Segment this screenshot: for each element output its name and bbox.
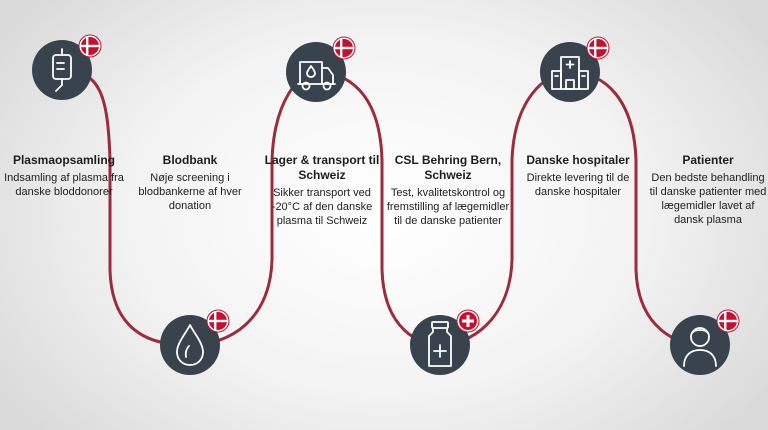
hospital-icon	[551, 56, 589, 90]
step-title: Lager & transport til Schweiz	[264, 153, 380, 182]
step-plasmaopsamling: Plasmaopsamling Indsamling af plasma fra…	[2, 153, 126, 199]
step-title: Blodbank	[162, 153, 218, 167]
medicine-bottle-icon	[428, 321, 452, 367]
blood-drop-icon	[176, 324, 204, 366]
patient-icon	[683, 327, 717, 367]
step-blodbank: Blodbank Nøje screening i blodbankerne a…	[128, 153, 252, 213]
danish-flag	[586, 36, 610, 60]
step-description: Sikker transport ved -20°C af den danske…	[271, 187, 373, 227]
step-title: Danske hospitaler	[526, 153, 630, 167]
danish-flag	[716, 309, 740, 333]
step-danske-hospitaler: Danske hospitaler Direkte levering til d…	[516, 153, 640, 199]
step-description: Direkte levering til de danske hospitale…	[526, 172, 630, 198]
node-plasmaopsamling	[32, 34, 102, 100]
node-lager-transport	[286, 36, 356, 102]
step-description: Test, kvalitetskontrol og fremstilling a…	[386, 187, 510, 227]
danish-flag	[332, 36, 356, 60]
node-csl-behring	[410, 309, 480, 375]
step-title: Patienter	[682, 153, 734, 167]
step-patienter: Patienter Den bedste behandling til dans…	[646, 153, 768, 227]
step-csl-behring: CSL Behring Bern, Schweiz Test, kvalitet…	[386, 153, 510, 228]
flow-path	[60, 68, 702, 347]
danish-flag	[78, 34, 102, 58]
swiss-flag	[456, 309, 480, 333]
step-description: Den bedste behandling til danske patient…	[649, 172, 767, 226]
node-blodbank	[160, 309, 230, 375]
node-patienter	[670, 309, 740, 375]
node-danske-hospitaler	[540, 36, 610, 102]
step-description: Nøje screening i blodbankerne af hver do…	[138, 172, 242, 212]
step-title: Plasmaopsamling	[12, 153, 116, 167]
danish-flag	[206, 309, 230, 333]
step-title: CSL Behring Bern, Schweiz	[394, 153, 502, 182]
transport-truck-icon	[297, 61, 336, 91]
step-lager-transport: Lager & transport til Schweiz Sikker tra…	[260, 153, 384, 228]
iv-bag-icon	[52, 48, 72, 92]
step-description: Indsamling af plasma fra danske bloddono…	[4, 172, 124, 198]
